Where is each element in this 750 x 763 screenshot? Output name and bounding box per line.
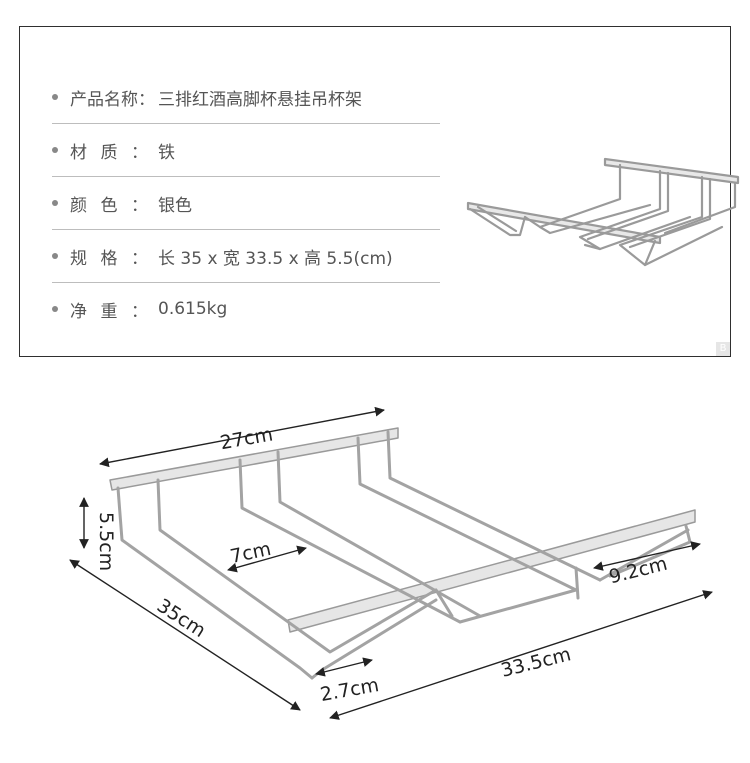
spec-label-colon: ： bbox=[131, 142, 148, 163]
bullet-icon bbox=[52, 306, 58, 312]
spec-label-char: 质 bbox=[100, 142, 118, 163]
spec-label-char: 重 bbox=[100, 301, 118, 322]
spec-row-color: 颜 色 ： 银色 bbox=[52, 177, 440, 230]
spec-row-product-name: 产品名称： 三排红酒高脚杯悬挂吊杯架 bbox=[52, 71, 440, 124]
rack-thumbnail-image bbox=[466, 157, 740, 267]
spec-label-char: 色 bbox=[100, 195, 118, 216]
corner-badge: B bbox=[716, 342, 730, 356]
spec-row-weight: 净 重 ： 0.615kg bbox=[52, 283, 440, 335]
spec-row-size: 规 格 ： 长 35 x 宽 33.5 x 高 5.5(cm) bbox=[52, 230, 440, 283]
spec-row-material: 材 质 ： 铁 bbox=[52, 124, 440, 177]
dimension-diagram: 27cm 5.5cm 35cm 7cm 9.2cm 2.7cm 33.5cm bbox=[69, 406, 713, 720]
dimension-label-hook-width: 2.7cm bbox=[319, 674, 381, 706]
spec-label: 颜 色 ： bbox=[70, 191, 148, 216]
bullet-icon bbox=[52, 147, 58, 153]
bullet-icon bbox=[52, 200, 58, 206]
dimension-label-top-width: 27cm bbox=[218, 423, 274, 454]
spec-label-colon: ： bbox=[131, 301, 148, 322]
spec-value: 铁 bbox=[158, 142, 175, 163]
spec-label-colon: ： bbox=[131, 195, 148, 216]
spec-label-char: 材 bbox=[70, 142, 87, 163]
spec-value: 银色 bbox=[158, 195, 192, 216]
spec-label: 净 重 ： bbox=[70, 297, 148, 322]
spec-label-char: 规 bbox=[70, 248, 87, 269]
spec-value: 三排红酒高脚杯悬挂吊杯架 bbox=[158, 89, 362, 110]
bullet-icon bbox=[52, 253, 58, 259]
spec-label: 材 质 ： bbox=[70, 138, 148, 163]
dimension-label-height: 5.5cm bbox=[95, 512, 117, 571]
spec-list: 产品名称： 三排红酒高脚杯悬挂吊杯架 材 质 ： 铁 颜 色 ： 银色 规 bbox=[52, 71, 440, 335]
spec-panel: 产品名称： 三排红酒高脚杯悬挂吊杯架 材 质 ： 铁 颜 色 ： 银色 规 bbox=[19, 26, 740, 357]
spec-label-char: 颜 bbox=[70, 195, 87, 216]
spec-value: 0.615kg bbox=[158, 299, 228, 319]
spec-label-char: 净 bbox=[70, 301, 87, 322]
spec-label-char: 格 bbox=[100, 248, 118, 269]
dimension-label-depth: 35cm bbox=[153, 595, 210, 642]
spec-value: 长 35 x 宽 33.5 x 高 5.5(cm) bbox=[158, 248, 393, 269]
spec-label: 产品名称： bbox=[70, 89, 155, 110]
dimension-label-bottom-width: 33.5cm bbox=[499, 643, 573, 682]
spec-label-colon: ： bbox=[131, 248, 148, 269]
bullet-icon bbox=[52, 94, 58, 100]
dimension-label-row-spacing: 7cm bbox=[228, 538, 273, 568]
spec-label: 规 格 ： bbox=[70, 244, 148, 269]
